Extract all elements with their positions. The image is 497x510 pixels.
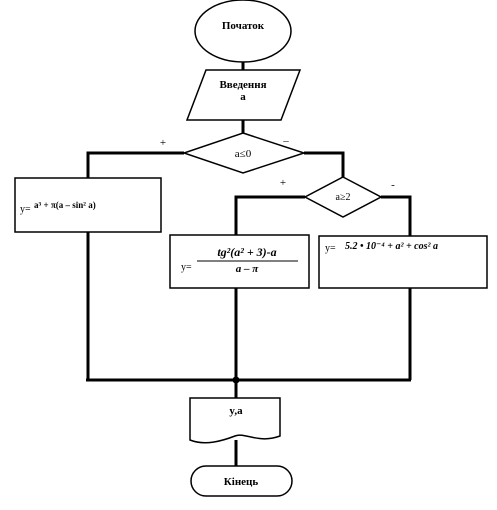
decision1-yes-label: + [160,137,166,149]
process-right-formula: 5.2 • 10⁻⁴ + a² + cos² a [345,241,438,252]
decision2-yes-label: + [280,177,286,189]
decision1-no-label: – [282,135,289,147]
input-label-line2: a [240,91,246,103]
output-label: y,a [229,405,243,417]
start-shape [194,0,292,63]
decision1-shape [181,132,307,174]
input-shape [185,69,302,121]
process-left-formula: a³ + π(a – sin² a) [34,200,96,210]
decision2-label: a≥2 [336,192,351,203]
output-block: y,a [189,397,281,444]
process-mid-prefix: y= [181,262,192,273]
process-right: y= 5.2 • 10⁻⁴ + a² + cos² a [318,235,488,289]
process-left-shape [14,177,162,233]
start-label: Початок [222,20,265,32]
process-mid-numerator: tg²(a² + 3)-a [217,245,276,259]
decision2: a≥2 + - [280,176,395,218]
process-right-shape [318,235,488,289]
connector-decision2-no [381,195,412,236]
decision2-shape [303,176,383,218]
input-label-line1: Введення [219,79,266,91]
process-middle: y= tg²(a² + 3)-a a – π [169,234,310,289]
end-label: Кінець [224,476,259,488]
decision1: a≤0 + – [160,132,307,174]
decision2-no-label: - [391,179,395,191]
end-shape [190,465,293,497]
connector-decision2-yes [234,195,305,235]
connector-decision1-no [304,151,345,177]
end-terminator: Кінець [190,465,293,497]
output-shape [189,397,281,444]
process-left: y= a³ + π(a – sin² a) [14,177,162,233]
input-block: Введення a [185,69,302,121]
connector-decision1-yes [86,151,184,178]
merge-junction-dot [232,376,240,384]
process-mid-denominator: a – π [236,263,260,275]
process-left-prefix: y= [20,204,31,215]
process-right-prefix: y= [325,243,336,254]
decision1-label: a≤0 [235,148,252,160]
start-terminator: Початок [194,0,292,63]
